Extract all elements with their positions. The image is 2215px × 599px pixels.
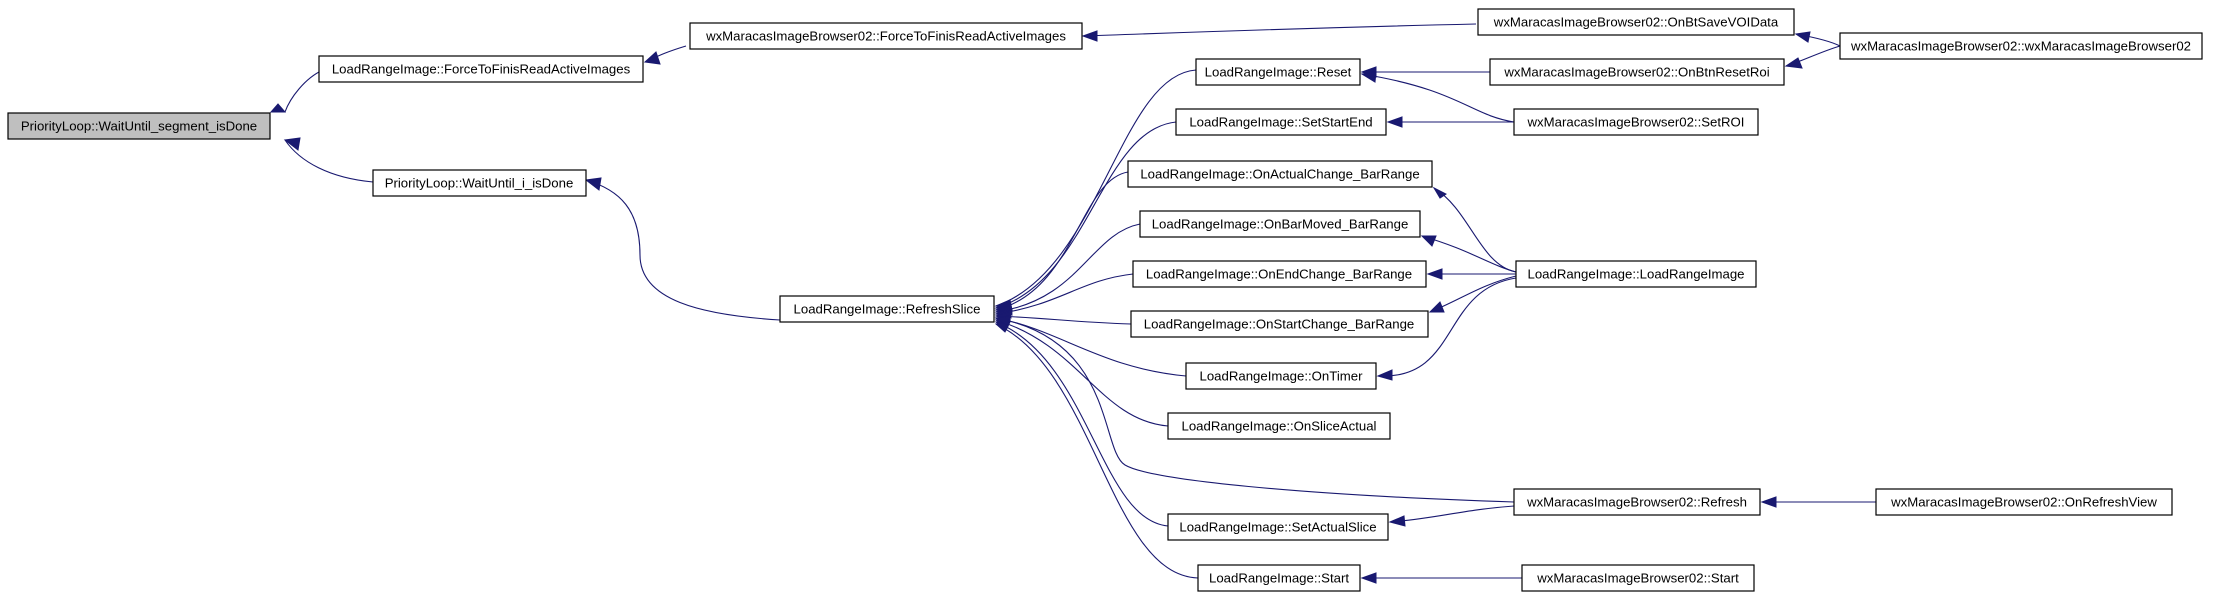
node-layer: PriorityLoop::WaitUntil_segment_isDone L… <box>7 8 2203 592</box>
edge-wait-i-to-wait-segment <box>283 137 374 183</box>
node-label: wxMaracasImageBrowser02::Start <box>1536 571 1739 586</box>
node-on-btn-reset-roi[interactable]: wxMaracasImageBrowser02::OnBtnResetRoi <box>1489 58 1785 86</box>
node-on-bar-moved-bar-range[interactable]: LoadRangeImage::OnBarMoved_BarRange <box>1139 210 1421 238</box>
node-label: wxMaracasImageBrowser02::Refresh <box>1526 495 1747 510</box>
edge-lri-to-on-timer <box>1376 277 1517 381</box>
node-label: wxMaracasImageBrowser02::wxMaracasImageB… <box>1850 39 2191 54</box>
node-on-refresh-view[interactable]: wxMaracasImageBrowser02::OnRefreshView <box>1875 488 2173 516</box>
node-label: LoadRangeImage::OnTimer <box>1200 369 1364 384</box>
edge-on-start-change-to-refresh-slice <box>994 310 1132 325</box>
edge-on-bt-save-to-browser-force <box>1081 23 1477 42</box>
edge-on-refresh-view-to-browser-refresh <box>1760 496 1876 508</box>
node-wait-until-segment-is-done[interactable]: PriorityLoop::WaitUntil_segment_isDone <box>7 112 271 140</box>
node-label: LoadRangeImage::SetStartEnd <box>1189 115 1372 130</box>
node-on-start-change-bar-range[interactable]: LoadRangeImage::OnStartChange_BarRange <box>1130 310 1429 338</box>
node-browser-refresh[interactable]: wxMaracasImageBrowser02::Refresh <box>1513 488 1761 516</box>
node-set-roi[interactable]: wxMaracasImageBrowser02::SetROI <box>1513 108 1759 136</box>
node-on-end-change-bar-range[interactable]: LoadRangeImage::OnEndChange_BarRange <box>1132 260 1427 288</box>
node-label: PriorityLoop::WaitUntil_i_isDone <box>385 176 574 191</box>
edge-lri-to-on-end-change <box>1426 268 1517 280</box>
node-lri-force-to-finis-read-active-images[interactable]: LoadRangeImage::ForceToFinisReadActiveIm… <box>318 55 644 83</box>
node-start[interactable]: LoadRangeImage::Start <box>1197 564 1361 592</box>
edge-lri-to-on-actual-change <box>1432 186 1517 273</box>
edge-lri-to-on-start-change <box>1428 275 1517 313</box>
edge-on-actual-change-to-refresh-slice <box>994 171 1129 314</box>
node-label: wxMaracasImageBrowser02::OnBtSaveVOIData <box>1493 15 1779 30</box>
node-label: LoadRangeImage::SetActualSlice <box>1179 520 1376 535</box>
node-label: LoadRangeImage::ForceToFinisReadActiveIm… <box>332 62 631 77</box>
node-browser-force-to-finis-read-active-images[interactable]: wxMaracasImageBrowser02::ForceToFinisRea… <box>689 22 1083 50</box>
node-label: LoadRangeImage::OnStartChange_BarRange <box>1144 317 1415 332</box>
node-label: LoadRangeImage::Start <box>1209 571 1349 586</box>
node-label: LoadRangeImage::OnActualChange_BarRange <box>1140 167 1419 182</box>
edge-layer <box>269 23 1876 584</box>
edge-browser-ctor-to-on-bt-save <box>1794 31 1841 47</box>
node-reset[interactable]: LoadRangeImage::Reset <box>1195 58 1361 86</box>
edge-reset-roi-to-reset <box>1360 66 1490 78</box>
node-on-bt-save-voi-data[interactable]: wxMaracasImageBrowser02::OnBtSaveVOIData <box>1477 8 1795 36</box>
edge-browser-ctor-to-reset-roi <box>1784 45 1841 69</box>
node-on-actual-change-bar-range[interactable]: LoadRangeImage::OnActualChange_BarRange <box>1127 160 1433 188</box>
edge-lri-to-on-bar-moved <box>1420 235 1517 273</box>
edge-refresh-slice-to-wait-i <box>584 177 781 321</box>
node-label: wxMaracasImageBrowser02::OnBtnResetRoi <box>1503 65 1769 80</box>
node-label: wxMaracasImageBrowser02::SetROI <box>1527 115 1745 130</box>
node-label: LoadRangeImage::LoadRangeImage <box>1527 267 1744 282</box>
node-load-range-image-ctor[interactable]: LoadRangeImage::LoadRangeImage <box>1515 260 1757 288</box>
edge-set-roi-to-set-start-end <box>1386 116 1514 128</box>
node-refresh-slice[interactable]: LoadRangeImage::RefreshSlice <box>779 295 995 323</box>
edge-set-roi-to-reset <box>1360 71 1515 123</box>
node-label: wxMaracasImageBrowser02::ForceToFinisRea… <box>705 29 1066 44</box>
node-wait-until-i-is-done[interactable]: PriorityLoop::WaitUntil_i_isDone <box>372 169 587 197</box>
node-on-timer[interactable]: LoadRangeImage::OnTimer <box>1185 362 1377 390</box>
node-label: LoadRangeImage::OnSliceActual <box>1181 419 1376 434</box>
edge-set-actual-slice-to-refresh-slice <box>994 319 1169 527</box>
node-label: LoadRangeImage::OnBarMoved_BarRange <box>1152 217 1409 232</box>
node-label: LoadRangeImage::OnEndChange_BarRange <box>1146 267 1412 282</box>
edge-force-finis-to-wait-segment <box>269 69 324 113</box>
node-label: LoadRangeImage::RefreshSlice <box>794 302 981 317</box>
edge-browser-force-to-force-finis <box>643 45 687 65</box>
node-label: LoadRangeImage::Reset <box>1205 65 1352 80</box>
node-browser-start[interactable]: wxMaracasImageBrowser02::Start <box>1521 564 1755 592</box>
node-set-start-end[interactable]: LoadRangeImage::SetStartEnd <box>1175 108 1387 136</box>
node-label: PriorityLoop::WaitUntil_segment_isDone <box>21 119 257 134</box>
edge-browser-refresh-to-refresh-slice <box>994 315 1515 503</box>
node-set-actual-slice[interactable]: LoadRangeImage::SetActualSlice <box>1167 513 1389 541</box>
node-on-slice-actual[interactable]: LoadRangeImage::OnSliceActual <box>1167 412 1391 440</box>
edge-browser-refresh-to-set-actual-slice <box>1388 505 1515 527</box>
edge-browser-start-to-start <box>1360 572 1522 584</box>
node-browser-constructor[interactable]: wxMaracasImageBrowser02::wxMaracasImageB… <box>1839 32 2203 60</box>
node-label: wxMaracasImageBrowser02::OnRefreshView <box>1890 495 2157 510</box>
